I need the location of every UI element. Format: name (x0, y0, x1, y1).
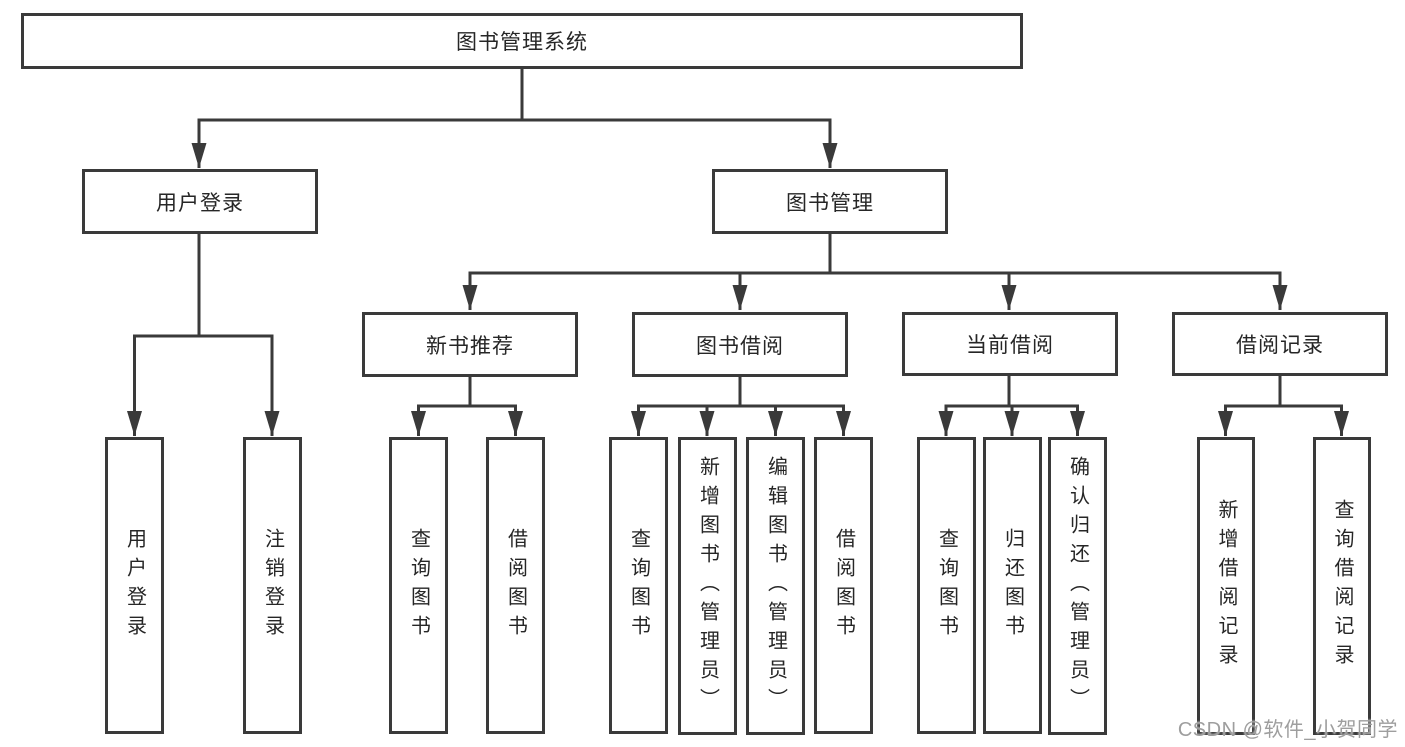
leaf-borrow-edit-book-admin: 编辑图书（管理员） (746, 437, 805, 735)
node-borrow-records: 借阅记录 (1172, 312, 1388, 376)
leaf-borrow-borrow-book: 借阅图书 (814, 437, 873, 734)
leaf-current-return-book: 归还图书 (983, 437, 1042, 734)
leaf-records-add-record: 新增借阅记录 (1197, 437, 1255, 735)
leaf-logout: 注销登录 (243, 437, 302, 734)
leaf-borrow-query-book: 查询图书 (609, 437, 668, 734)
node-current-borrow: 当前借阅 (902, 312, 1118, 376)
leaf-current-query-book: 查询图书 (917, 437, 976, 734)
leaf-records-query-record: 查询借阅记录 (1313, 437, 1371, 735)
leaf-user-login: 用户登录 (105, 437, 164, 734)
node-new-book-recommend: 新书推荐 (362, 312, 578, 377)
node-user-login-group: 用户登录 (82, 169, 318, 234)
csdn-watermark: CSDN @软件_小贺同学 (1177, 719, 1398, 741)
leaf-current-confirm-return-admin: 确认归还（管理员） (1048, 437, 1107, 735)
connector-skeleton (133, 68, 1343, 408)
leaf-recommend-borrow-book: 借阅图书 (486, 437, 545, 734)
leaf-borrow-add-book-admin: 新增图书（管理员） (678, 437, 737, 735)
node-book-borrow: 图书借阅 (632, 312, 848, 377)
leaf-recommend-query-book: 查询图书 (389, 437, 448, 734)
node-book-management-group: 图书管理 (712, 169, 948, 234)
node-root: 图书管理系统 (21, 13, 1023, 69)
